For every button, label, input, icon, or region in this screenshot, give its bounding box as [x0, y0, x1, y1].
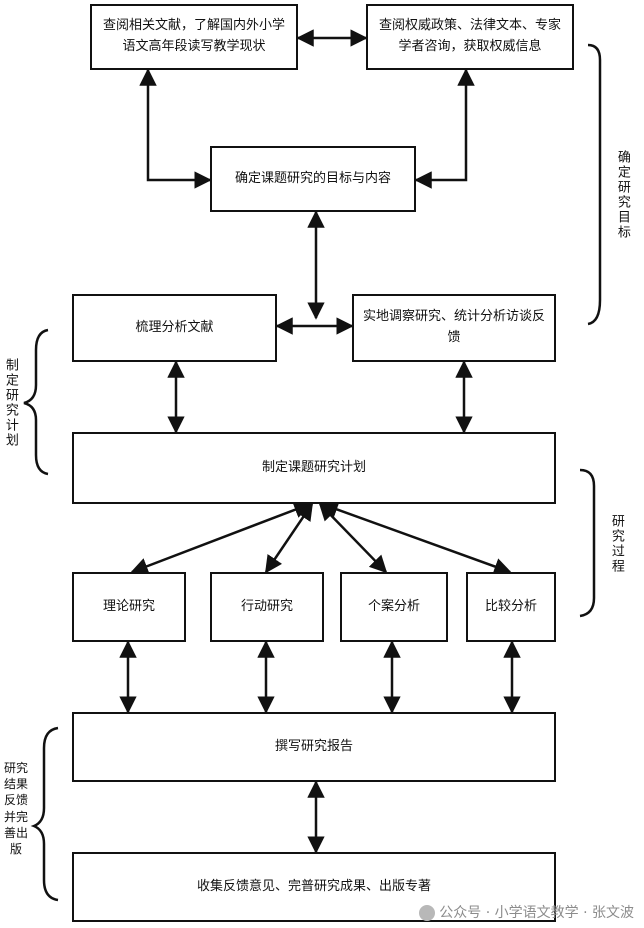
- arrow-lit-goal: [139, 68, 212, 189]
- box-action-label: 行动研究: [240, 598, 293, 614]
- box-policy-review-label: 查阅权威政策、法律文本、专家学者咨询，获取权威信息: [378, 18, 561, 54]
- watermark-text: 公众号 · 小学语文教学 · 张文波: [439, 905, 634, 921]
- arrow-policy-goal: [414, 68, 475, 189]
- box-theory-label: 理论研究: [102, 598, 155, 614]
- box-field-research: 实地调察研究、统计分析访谈反馈: [352, 294, 556, 362]
- box-action: 行动研究: [210, 572, 324, 642]
- box-policy-review: 查阅权威政策、法律文本、专家学者咨询，获取权威信息: [366, 4, 574, 70]
- stage-label-4: 研究结果反馈并完善出版: [3, 761, 28, 856]
- box-report-label: 撰写研究报告: [274, 738, 353, 754]
- arrow-plan-action: [264, 502, 314, 574]
- watermark: 公众号 · 小学语文教学 · 张文波: [419, 902, 634, 922]
- box-report: 撰写研究报告: [72, 712, 556, 782]
- box-analyze-lit-label: 梳理分析文献: [135, 319, 214, 335]
- box-compare: 比较分析: [466, 572, 556, 642]
- box-collect-label: 收集反馈意见、完普研究成果、出版专著: [196, 878, 431, 894]
- wechat-icon: [419, 905, 436, 921]
- brace-stage-2: [23, 328, 49, 476]
- box-analyze-lit: 梳理分析文献: [72, 294, 277, 362]
- arrow-plan-compare: [320, 501, 512, 575]
- brace-stage-1: [587, 43, 602, 326]
- box-define-goal: 确定课题研究的目标与内容: [210, 146, 416, 212]
- brace-stage-4: [30, 726, 59, 902]
- box-case-label: 个案分析: [367, 598, 420, 614]
- arrow-plan-theory: [130, 501, 312, 575]
- box-define-goal-label: 确定课题研究的目标与内容: [234, 170, 391, 186]
- box-make-plan-label: 制定课题研究计划: [261, 459, 366, 475]
- box-theory: 理论研究: [72, 572, 186, 642]
- box-case: 个案分析: [340, 572, 448, 642]
- box-lit-review-label: 查阅相关文献，了解国内外小学语文高年段读写教学现状: [102, 18, 285, 54]
- stage-label-3: 研究过程: [608, 514, 624, 574]
- brace-stage-3: [579, 468, 596, 618]
- box-make-plan: 制定课题研究计划: [72, 432, 556, 504]
- box-collect: 收集反馈意见、完普研究成果、出版专著: [72, 852, 556, 922]
- stage-label-1: 确定研究目标: [614, 150, 630, 240]
- box-compare-label: 比较分析: [484, 598, 537, 614]
- box-field-research-label: 实地调察研究、统计分析访谈反馈: [362, 309, 545, 345]
- stage-label-2: 制定研究计划: [2, 358, 18, 448]
- box-lit-review: 查阅相关文献，了解国内外小学语文高年段读写教学现状: [90, 4, 298, 70]
